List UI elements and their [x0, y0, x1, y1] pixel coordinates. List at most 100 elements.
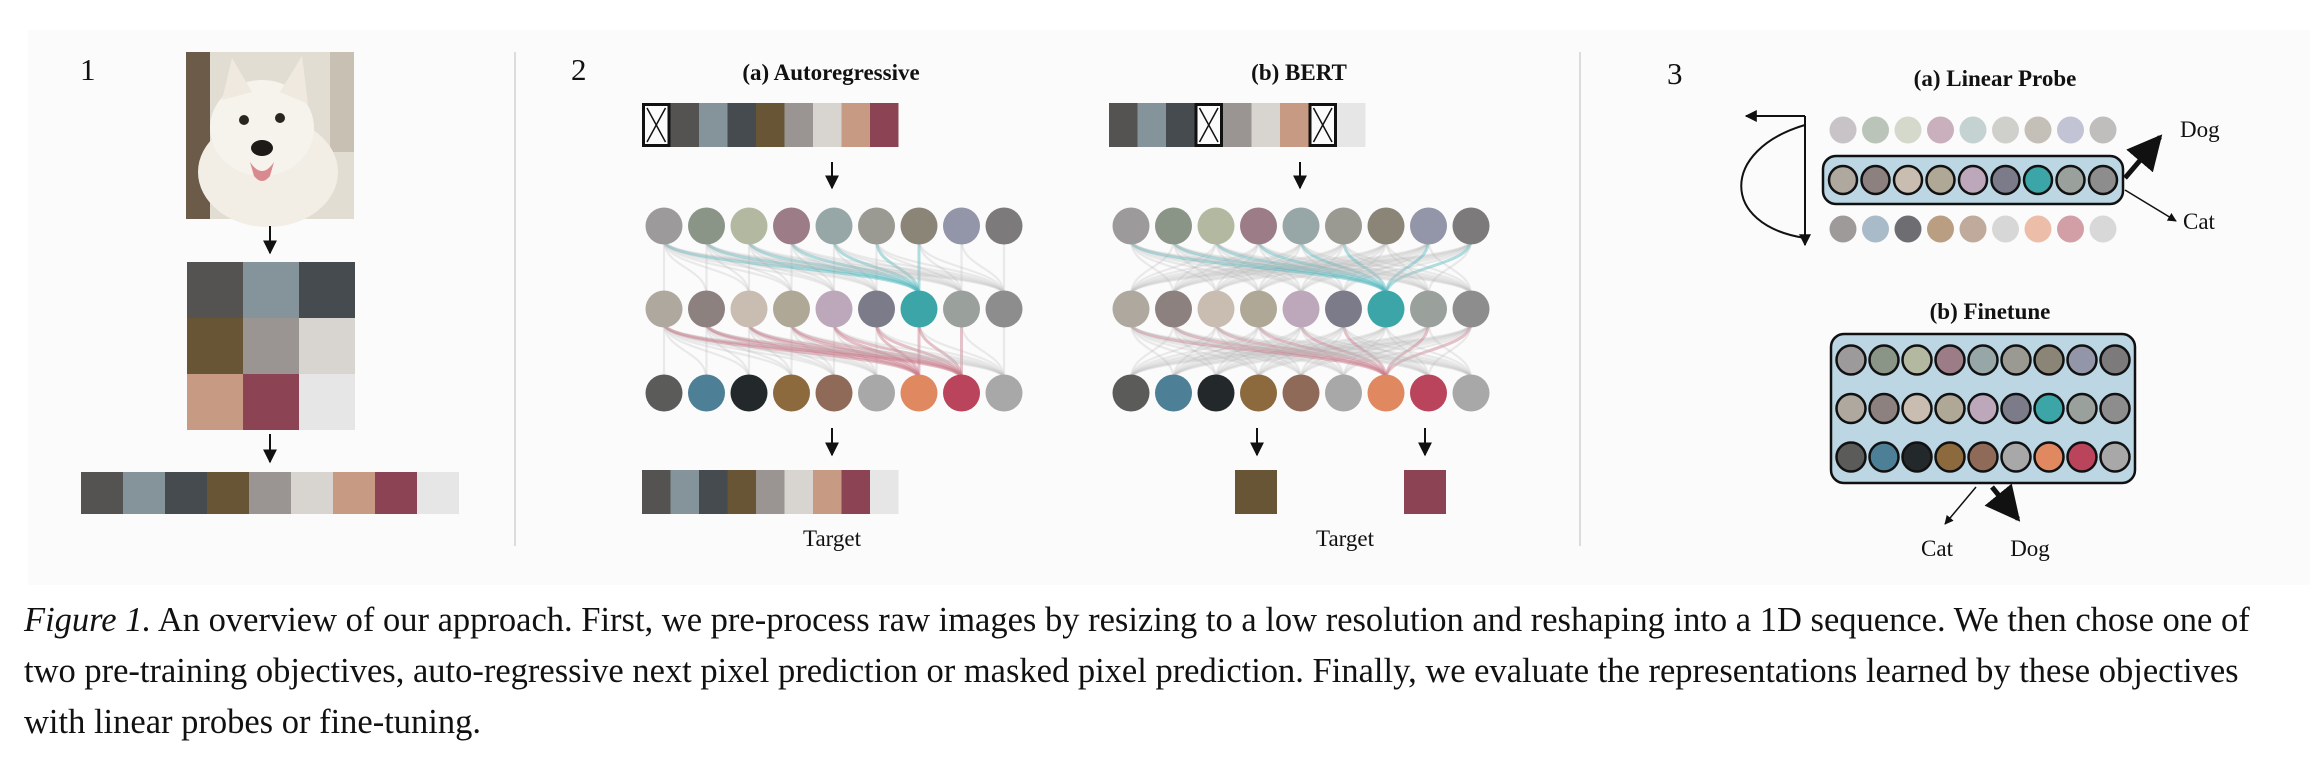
attention-link: [1257, 322, 1303, 380]
token-node: [1367, 374, 1405, 412]
attention-link: [1172, 239, 1388, 296]
input-pixel: [699, 103, 728, 147]
token-node: [773, 374, 810, 412]
attention-link: [1214, 322, 1303, 380]
token-node: [688, 207, 725, 245]
attention-link: [917, 239, 963, 296]
attention-link: [1214, 239, 1345, 296]
attention-link: [1129, 322, 1260, 380]
step-2-number: 2: [571, 52, 587, 87]
attention-link: [1172, 239, 1218, 296]
attention-link: [1299, 239, 1345, 296]
target-pixel: [784, 470, 813, 514]
attention-link: [1129, 322, 1218, 380]
attention-link: [790, 322, 921, 380]
attention-link: [662, 239, 708, 296]
attention-link: [1172, 239, 1388, 296]
attention-link: [1172, 239, 1303, 296]
probe-node: [1959, 215, 1987, 243]
probe-node: [2022, 164, 2054, 196]
attention-link: [1299, 322, 1388, 380]
attention-link: [1214, 322, 1473, 380]
attention-link: [1214, 322, 1388, 380]
attention-link: [1299, 322, 1388, 380]
target-pixel: [642, 470, 671, 514]
attention-link: [1384, 239, 1430, 296]
attention-link: [1129, 322, 1303, 380]
attention-link: [1172, 239, 1473, 296]
attention-link: [1172, 322, 1473, 380]
token-node: [943, 374, 980, 412]
attention-link: [1342, 322, 1430, 380]
token-node: [1410, 207, 1447, 245]
attention-link: [1214, 239, 1430, 296]
attention-link: [1129, 239, 1473, 296]
attention-link: [1342, 322, 1430, 380]
input-pixel: [756, 103, 785, 147]
attention-link: [1172, 239, 1345, 296]
attention-link: [1172, 322, 1303, 380]
attention-link: [1214, 322, 1430, 380]
attention-link: [1257, 322, 1473, 380]
token-node: [1282, 290, 1320, 328]
attention-link: [1129, 239, 1303, 296]
attention-link: [1214, 239, 1260, 296]
token-node: [688, 290, 725, 328]
attention-link: [662, 239, 921, 296]
attention-link: [1257, 322, 1473, 380]
attention-link: [1257, 322, 1430, 380]
attention-link: [1129, 239, 1430, 296]
token-node: [688, 374, 725, 412]
attention-link: [1129, 239, 1388, 296]
attention-link: [1129, 239, 1260, 296]
token-node: [1410, 374, 1447, 412]
token-node: [1112, 374, 1150, 412]
token-node: [900, 207, 938, 245]
mask-cross-line: [646, 107, 667, 143]
token-node: [900, 290, 938, 328]
token-node: [858, 207, 895, 245]
sequence-pixel: [333, 472, 375, 514]
probe-node: [2089, 215, 2117, 243]
finetune-node: [1967, 441, 1999, 473]
token-node: [858, 374, 895, 412]
attention-link: [875, 322, 963, 380]
attention-link: [705, 322, 1006, 380]
attention-link: [662, 322, 751, 380]
attention-link: [747, 239, 921, 296]
attention-link: [1129, 322, 1218, 380]
token-node: [1325, 290, 1362, 328]
attention-link: [1384, 239, 1473, 296]
attention-link: [1172, 322, 1388, 380]
attention-link: [790, 322, 1006, 380]
attention-link: [790, 239, 963, 296]
sequence-pixel: [375, 472, 417, 514]
token-node: [730, 374, 768, 412]
autoregressive-attention-links: [662, 239, 1006, 380]
finetune-node: [1934, 441, 1966, 473]
input-pixel: [1166, 103, 1195, 147]
probe-node: [1992, 116, 2019, 144]
linear-probe-title: (a) Linear Probe: [1914, 66, 2077, 91]
probe-node: [2024, 215, 2052, 243]
attention-link: [705, 239, 921, 296]
attention-link: [1299, 322, 1345, 380]
target-pixel: [670, 470, 699, 514]
probe-node: [2087, 164, 2119, 196]
attention-link: [1129, 322, 1430, 380]
probe-node: [1894, 215, 1922, 243]
attention-link: [1172, 322, 1260, 380]
attention-link: [1129, 239, 1175, 296]
finetune-node: [2000, 392, 2032, 425]
target-pixel: [841, 470, 870, 514]
pixel-cell: [187, 262, 243, 318]
attention-link: [875, 322, 1006, 380]
finetune-node: [1868, 441, 1900, 473]
pixel-cell: [187, 318, 243, 374]
attention-link: [662, 322, 878, 380]
bert-transformer-layers: [1112, 207, 1490, 412]
pixel-cell: [299, 262, 355, 318]
pixel-cell: [243, 318, 299, 374]
attention-link: [875, 322, 921, 380]
attention-link: [875, 239, 921, 296]
